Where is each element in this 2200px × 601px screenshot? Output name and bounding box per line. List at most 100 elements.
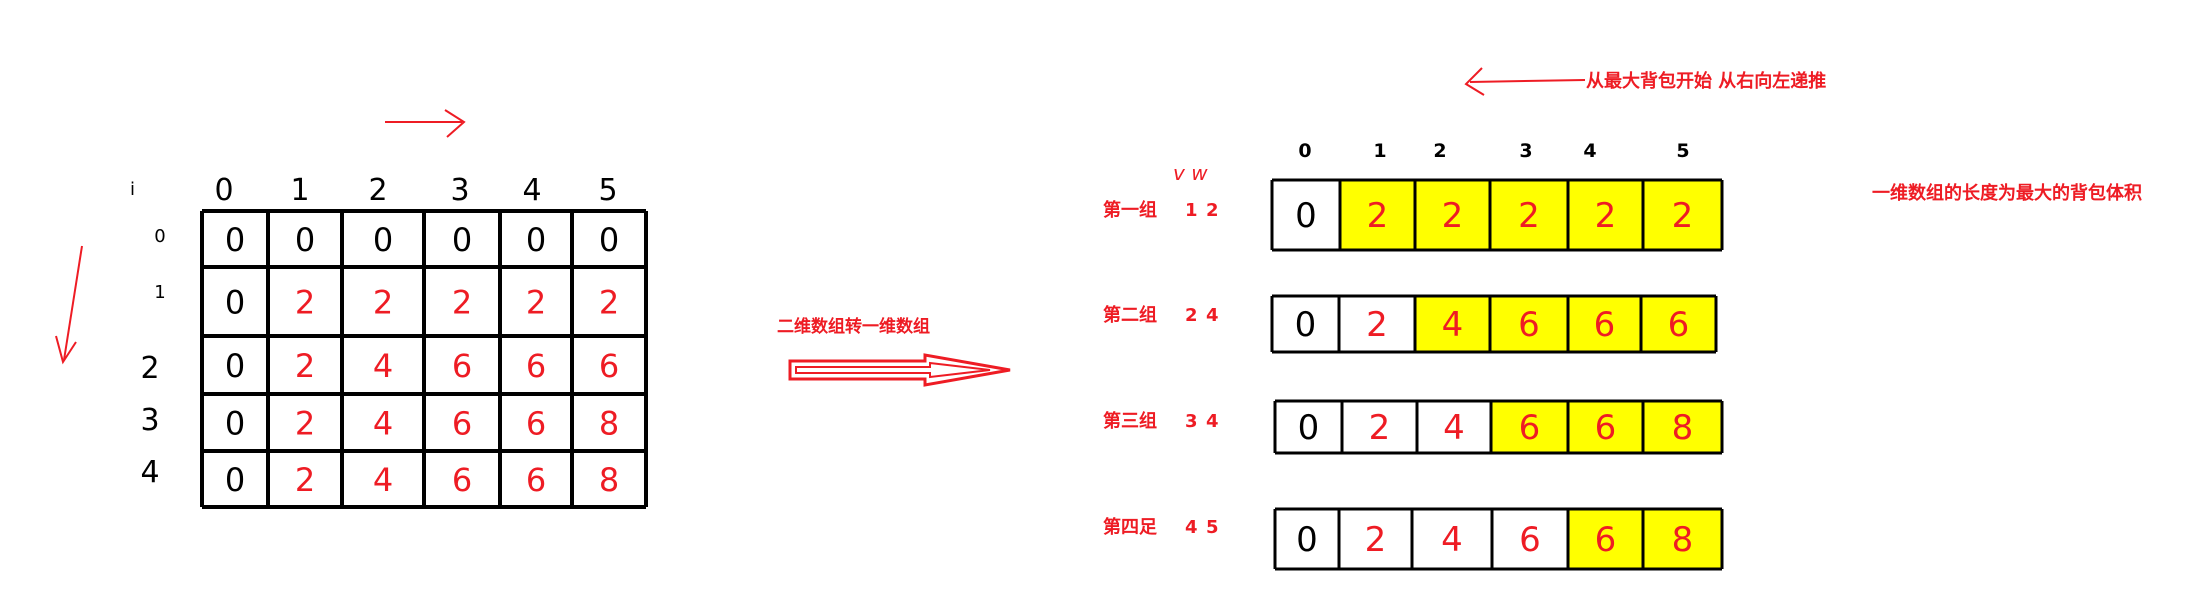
group-label: 第二组 [1103, 304, 1157, 326]
left-row-header: 2 [140, 351, 159, 386]
left-cell: 2 [452, 284, 472, 322]
left-cell: 8 [599, 461, 619, 499]
array-cell [1415, 296, 1490, 352]
left-grid-lines [200, 209, 648, 509]
array-cell-value: 2 [1369, 408, 1391, 448]
array-cell-value: 4 [1442, 305, 1464, 345]
left-row-header: 3 [140, 403, 159, 438]
array-cell [1412, 509, 1492, 569]
right-index: 5 [1676, 140, 1689, 162]
left-cell: 0 [526, 221, 546, 259]
left-cell: 6 [452, 405, 472, 443]
left-row-headers: 0 1 2 3 4 [140, 226, 165, 490]
array-cell-value: 6 [1595, 520, 1617, 560]
left-cell: 2 [599, 284, 619, 322]
group-w: 5 [1206, 517, 1219, 538]
left-cell: 0 [599, 221, 619, 259]
array-cell [1643, 401, 1722, 453]
array-cell-value: 6 [1518, 305, 1540, 345]
left-cell: 2 [295, 284, 315, 322]
group-label: 第三组 [1103, 410, 1157, 432]
left-col-header: 3 [450, 173, 469, 208]
array-cell [1643, 180, 1722, 250]
right-index: 1 [1373, 140, 1386, 162]
left-cell: 8 [599, 405, 619, 443]
left-row-header: 1 [154, 282, 165, 303]
array-cell [1643, 509, 1722, 569]
array-cell [1491, 401, 1568, 453]
array-cell-value: 4 [1441, 520, 1463, 560]
left-cell: 6 [526, 405, 546, 443]
left-pointing-arrow [1464, 67, 1586, 96]
left-cell: 2 [295, 461, 315, 499]
array-cell-value: 6 [1519, 520, 1541, 560]
left-cell: 2 [373, 284, 393, 322]
left-cell: 4 [373, 405, 393, 443]
array-cell [1568, 401, 1643, 453]
array-cell [1275, 401, 1342, 453]
array-cell [1417, 401, 1491, 453]
array-cell-value: 0 [1298, 408, 1320, 448]
group-v: 3 [1185, 411, 1198, 432]
group-label: 第四足 [1103, 516, 1157, 538]
right-index: 3 [1519, 140, 1532, 162]
right-index: 4 [1583, 140, 1596, 162]
left-row-header: 0 [154, 226, 165, 247]
array-cell-value: 0 [1296, 520, 1318, 560]
group-w: 2 [1206, 200, 1219, 221]
group-label: 第一组 [1103, 199, 1157, 221]
array-cell [1568, 296, 1641, 352]
left-cell: 4 [373, 347, 393, 385]
left-cell: 6 [526, 461, 546, 499]
left-cell: 6 [599, 347, 619, 385]
array-cell [1339, 296, 1415, 352]
array-cell-value: 0 [1295, 305, 1317, 345]
array-cell-value: 2 [1595, 196, 1617, 236]
vw-header: v w [1173, 161, 1208, 185]
group-v: 4 [1185, 517, 1198, 538]
left-cell: 2 [295, 405, 315, 443]
left-corner-mark: i [130, 179, 135, 200]
array-cell-value: 6 [1519, 408, 1541, 448]
left-cell: 2 [526, 284, 546, 322]
left-row-header: 4 [140, 455, 159, 490]
array-cell [1272, 296, 1339, 352]
array-cell-value: 4 [1443, 408, 1465, 448]
group-v: 1 [1185, 200, 1198, 221]
left-cell: 0 [373, 221, 393, 259]
array-cell-value: 2 [1367, 196, 1389, 236]
left-cell: 6 [452, 461, 472, 499]
array-cell-value: 2 [1672, 196, 1694, 236]
left-cell: 0 [225, 461, 245, 499]
array-cell [1275, 509, 1339, 569]
left-cell: 2 [295, 347, 315, 385]
left-col-header: 4 [522, 173, 541, 208]
array-cell-value: 8 [1672, 520, 1694, 560]
array-cell [1415, 180, 1490, 250]
left-col-header: 5 [598, 173, 617, 208]
array-cell [1641, 296, 1716, 352]
transform-arrow [788, 353, 1011, 387]
left-cell: 0 [225, 221, 245, 259]
array-cell-value: 2 [1365, 520, 1387, 560]
array-cell-value: 6 [1595, 408, 1617, 448]
left-cell: 0 [225, 347, 245, 385]
left-col-header: 2 [368, 173, 387, 208]
right-arrow-sketch [385, 109, 466, 138]
array-cell-value: 2 [1442, 196, 1464, 236]
left-col-header: 1 [290, 173, 309, 208]
right-index: 0 [1298, 140, 1311, 162]
array-cell-value: 8 [1672, 408, 1694, 448]
array-cell-value: 2 [1518, 196, 1540, 236]
array-cell [1340, 180, 1415, 250]
left-col-header: 0 [214, 173, 233, 208]
length-note: 一维数组的长度为最大的背包体积 [1872, 182, 2142, 204]
